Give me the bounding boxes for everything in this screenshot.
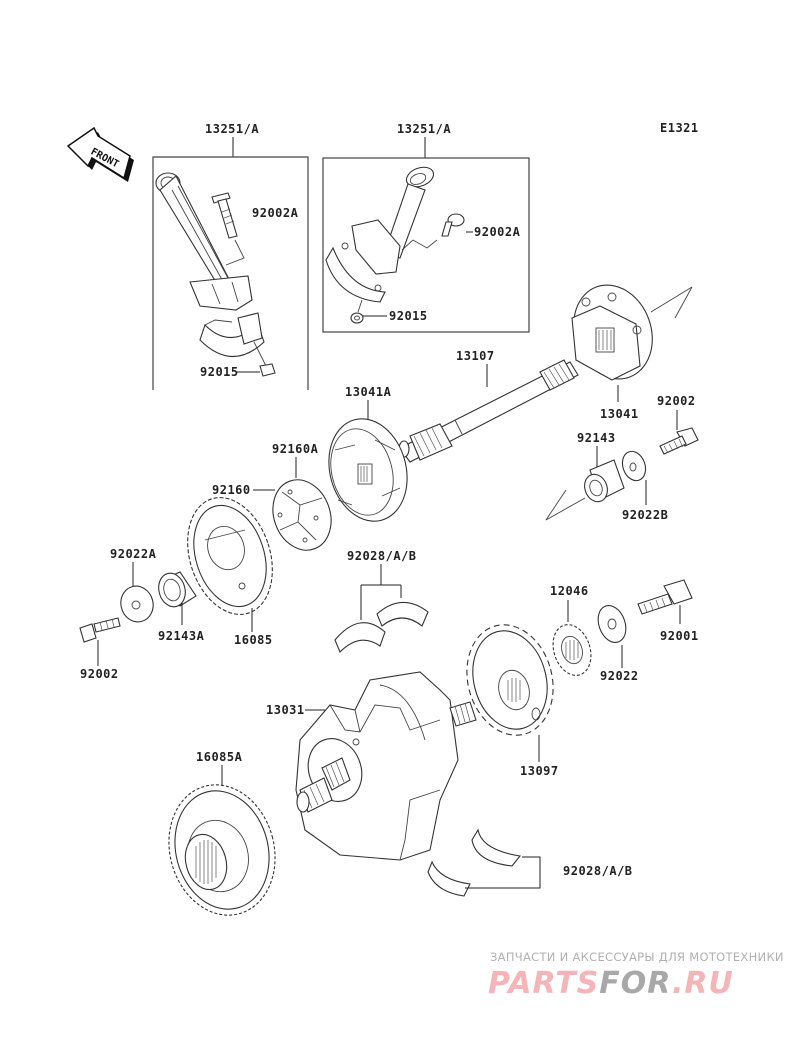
label-crankshaft[interactable]: 13031: [266, 703, 305, 717]
label-conrod-left[interactable]: 13251/A: [205, 122, 259, 136]
bolt-left-bottom-part: [79, 617, 121, 643]
washer-left-part: [120, 585, 154, 623]
crankshaft-part: [295, 671, 477, 861]
watermark-tagline: ЗАПЧАСТИ И АКСЕССУАРЫ ДЛЯ МОТОТЕХНИКИ: [490, 950, 784, 964]
label-bearing-lower[interactable]: 92028/A/B: [563, 864, 633, 878]
washer-right-part: [621, 450, 647, 482]
conrod-bolt-left-part: [211, 192, 245, 266]
label-nut-right[interactable]: 92015: [389, 309, 428, 323]
label-bearing-upper[interactable]: 92028/A/B: [347, 549, 417, 563]
front-arrow-icon: FRONT: [66, 126, 134, 182]
label-washer-bottom[interactable]: 92022: [600, 669, 639, 683]
large-gear-part: [168, 784, 276, 916]
label-bolt-left-bottom[interactable]: 92002: [80, 667, 119, 681]
label-bolt-right-bottom[interactable]: 92001: [660, 629, 699, 643]
conrod-right-group: 13251/A 92002A 92015: [322, 122, 530, 333]
label-damper-hub-a[interactable]: 13041A: [345, 385, 392, 399]
label-gear-balancer[interactable]: 16085: [234, 633, 273, 647]
label-washer-left[interactable]: 92022A: [110, 547, 157, 561]
collar-left-part: [158, 571, 197, 608]
label-damper-hub[interactable]: 13041: [600, 407, 639, 421]
label-collar-left[interactable]: 92143A: [158, 629, 205, 643]
label-conrod-right[interactable]: 13251/A: [397, 122, 451, 136]
diagram-code: E1321: [660, 121, 699, 135]
watermark-logo-ru: .RU: [671, 966, 734, 1001]
label-bolt-right[interactable]: 92002A: [474, 225, 521, 239]
conrod-left-box: [152, 156, 309, 390]
watermark-logo-for: FOR: [599, 966, 672, 1001]
label-rubber[interactable]: 92160: [212, 483, 251, 497]
conrod-right-part: [325, 166, 435, 303]
conrod-cap-left-part: [199, 312, 265, 357]
label-nut-left[interactable]: 92015: [200, 365, 239, 379]
label-sprocket-small[interactable]: 12046: [550, 584, 589, 598]
label-rubber-a[interactable]: 92160A: [272, 442, 319, 456]
label-washer-right[interactable]: 92022B: [622, 508, 668, 522]
bearing-lower-part: [427, 828, 522, 897]
conrod-left-part: [155, 172, 253, 311]
nut-left-part: [259, 363, 276, 377]
balancer-gear-part: [187, 497, 273, 615]
label-bolt-left[interactable]: 92002A: [252, 206, 299, 220]
balancer-shaft-part: [398, 359, 579, 463]
damper-hub-left-part: [328, 418, 408, 522]
watermark-logo[interactable]: PARTSFOR.RU: [488, 966, 734, 1001]
bearing-upper-part: [334, 601, 429, 653]
bolt-top-right-part: [659, 427, 699, 455]
label-collar-right[interactable]: 92143: [577, 431, 616, 445]
damper-hub-right-part: [571, 284, 693, 381]
label-gear-large[interactable]: 16085A: [196, 750, 243, 764]
watermark-logo-parts: PARTS: [488, 966, 600, 1001]
washer-bottom-part: [597, 605, 627, 643]
conrod-bolt-right-part: [401, 213, 465, 251]
conrod-left-group: 13251/A 92002A 92015: [152, 122, 309, 390]
small-sprocket-part: [552, 624, 592, 676]
conrod-right-box: [322, 157, 530, 333]
bolt-right-bottom-part: [637, 579, 693, 615]
label-bolt-top-right[interactable]: 92002: [657, 394, 696, 408]
nut-right-part: [350, 312, 364, 324]
rubber-damper-part: [272, 479, 332, 551]
label-sprocket-large[interactable]: 13097: [520, 764, 559, 778]
collar-right-part: [545, 459, 625, 521]
large-sprocket-part: [466, 624, 554, 736]
label-shaft[interactable]: 13107: [456, 349, 495, 363]
